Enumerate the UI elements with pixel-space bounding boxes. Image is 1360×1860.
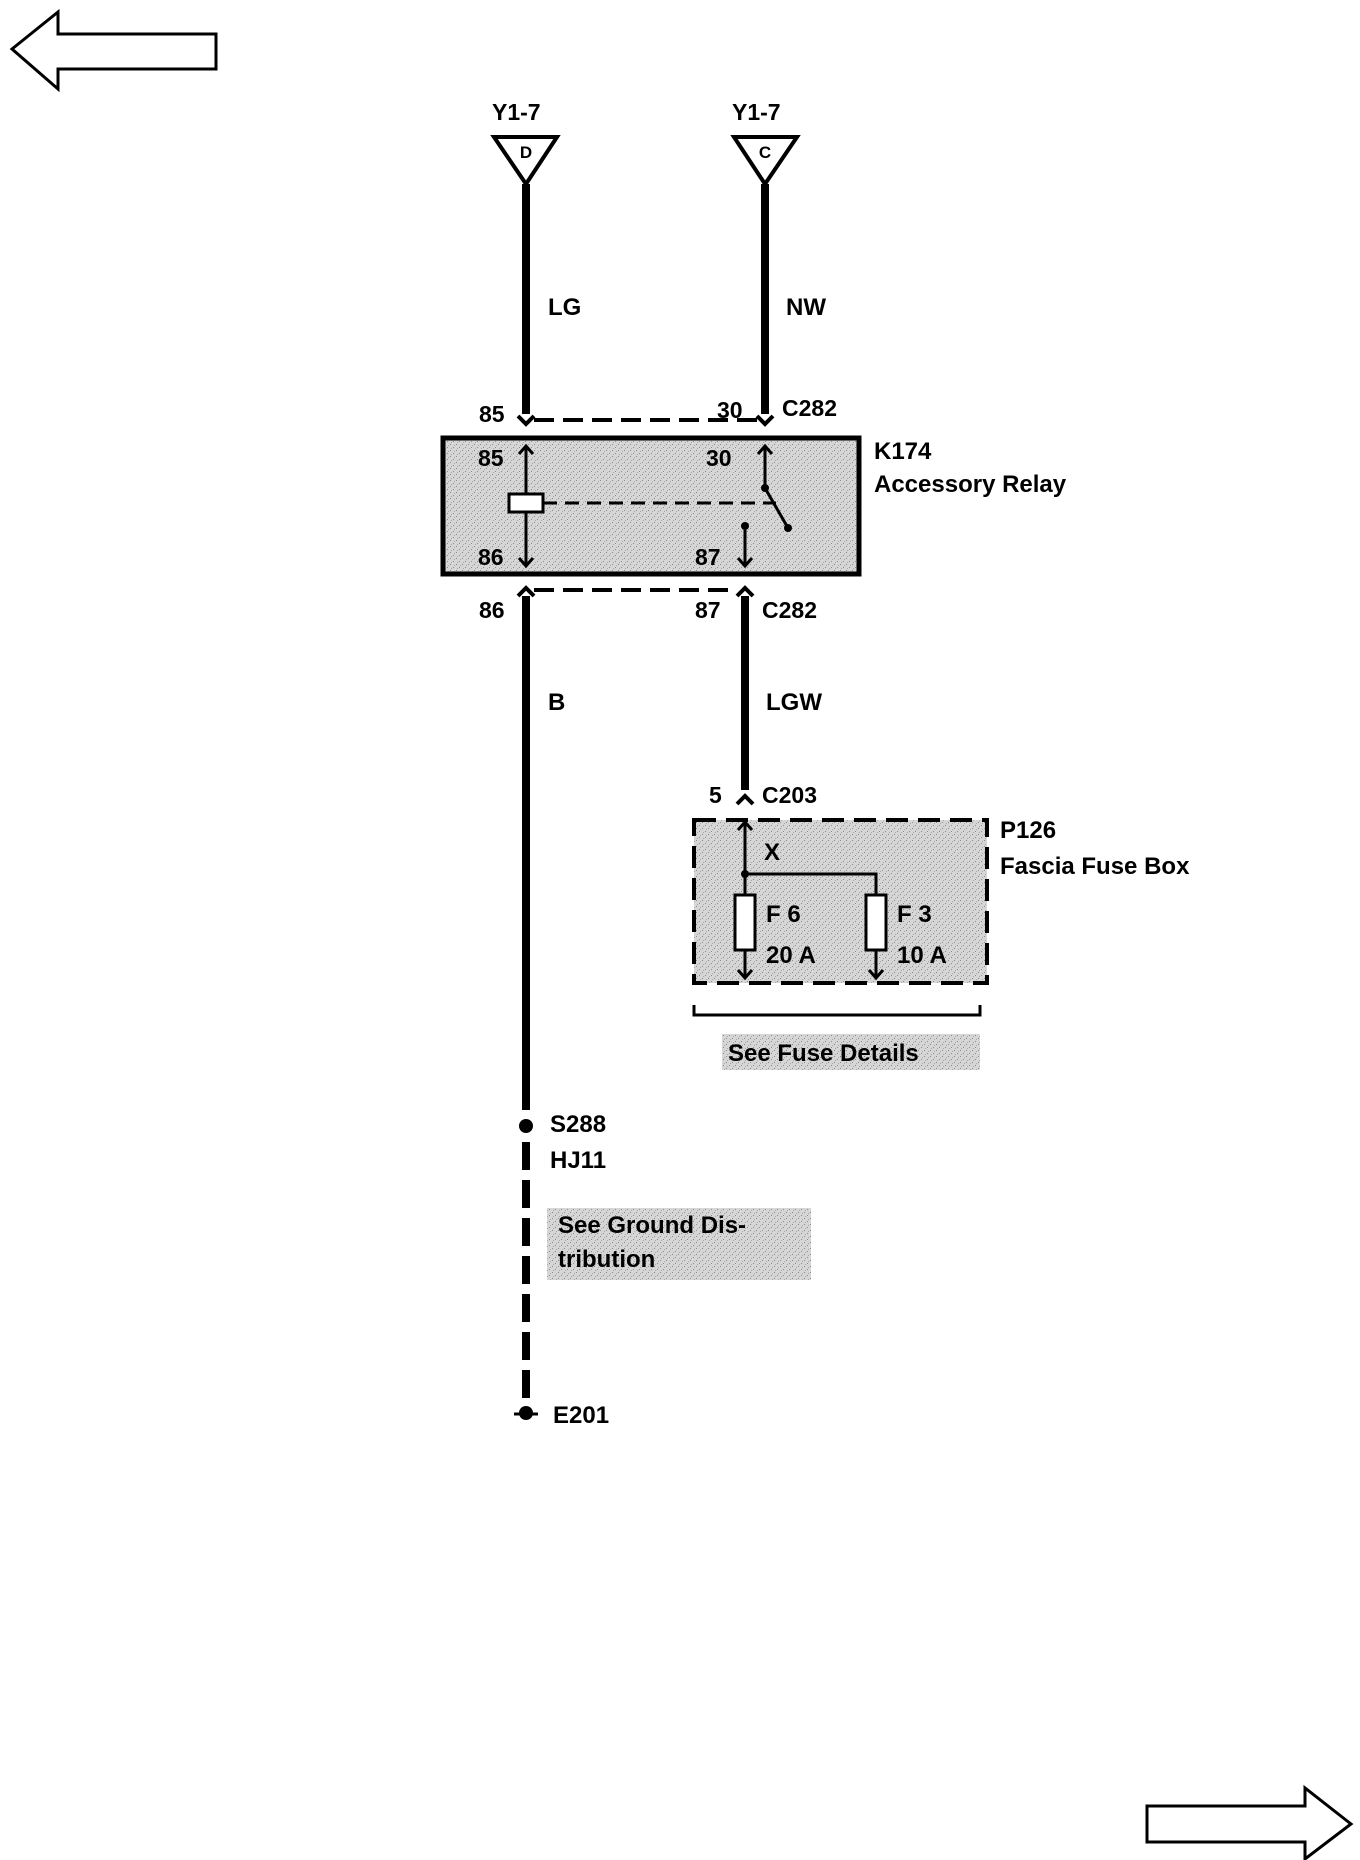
- pin-label: 87: [695, 544, 721, 570]
- relay-body: [440, 435, 862, 577]
- pin-label: 30: [717, 397, 743, 423]
- pin-label: 87: [695, 597, 721, 623]
- fuse-rating: 20 A: [766, 942, 816, 969]
- ground-link-line2[interactable]: tribution: [558, 1246, 655, 1273]
- relay-coil-icon: [507, 492, 545, 514]
- splice-id: S288: [550, 1111, 606, 1138]
- relay-switch-contact: [763, 487, 790, 529]
- previous-page-arrow[interactable]: [9, 8, 218, 93]
- see-ground-distribution-link[interactable]: See Ground Dis- tribution: [547, 1208, 811, 1280]
- see-fuse-details-link[interactable]: See Fuse Details: [722, 1034, 980, 1070]
- fuse-box-name: Fascia Fuse Box: [1000, 853, 1190, 880]
- fuse-details-bracket: [692, 1005, 982, 1017]
- next-page-arrow[interactable]: [1145, 1784, 1354, 1860]
- wire-color-label-lgw: LGW: [766, 689, 822, 716]
- wire-color-label-lg: LG: [548, 294, 581, 321]
- input-connector-d: Y1-7 D: [490, 99, 561, 188]
- fuse-rating: 10 A: [897, 942, 947, 969]
- connector-ref-label: Y1-7: [492, 99, 541, 125]
- connector-pin-label: D: [520, 143, 532, 162]
- ground-e201: E201: [514, 1402, 609, 1429]
- accessory-relay: 85 30 86 87 K174 Accessory Relay: [440, 435, 1067, 577]
- input-connector-c: Y1-7 C: [730, 99, 801, 188]
- splice-s288: S288 HJ11: [519, 1111, 606, 1174]
- splice-dot: [519, 1119, 533, 1133]
- wire-color-label-b: B: [548, 689, 565, 716]
- connector-label: C203: [762, 782, 817, 808]
- arrow-left-outline-icon: [9, 8, 218, 93]
- relay-id: K174: [874, 438, 932, 465]
- relay-name: Accessory Relay: [874, 471, 1067, 498]
- splice-harness: HJ11: [550, 1147, 606, 1174]
- pin-label: 86: [479, 597, 505, 623]
- ground-link-line1[interactable]: See Ground Dis-: [558, 1212, 746, 1239]
- fuse-name: F 6: [766, 901, 801, 928]
- fascia-fuse-box: 5 C203 X F 6 20 A F 3 10 A P126 Fascia F…: [692, 782, 1190, 1017]
- relay-connector-bottom: 86 87 C282: [479, 585, 817, 623]
- pin-label: 30: [706, 445, 732, 471]
- pin-label: 85: [478, 445, 504, 471]
- connector-triangle-icon: [490, 135, 561, 188]
- connector-triangle-icon: [730, 135, 801, 188]
- connector-ref-label: Y1-7: [732, 99, 781, 125]
- pin-label: 85: [479, 401, 505, 427]
- connector-label: C282: [762, 597, 817, 623]
- relay-connector-top: 85 30 C282: [479, 395, 837, 427]
- fuse-box-id: P126: [1000, 817, 1056, 844]
- fuse-f3-icon: [864, 893, 888, 952]
- pin-label: 5: [709, 782, 722, 808]
- wire-color-label-nw: NW: [786, 294, 826, 321]
- arrow-right-outline-icon: [1145, 1784, 1354, 1860]
- connector-pin-label: C: [759, 143, 771, 162]
- pin-label: 86: [478, 544, 504, 570]
- fuse-name: F 3: [897, 901, 932, 928]
- bus-label: X: [764, 839, 780, 866]
- fuse-f6-icon: [733, 893, 757, 952]
- see-fuse-details-text[interactable]: See Fuse Details: [728, 1040, 919, 1067]
- connector-label: C282: [782, 395, 837, 421]
- ground-id: E201: [553, 1402, 609, 1429]
